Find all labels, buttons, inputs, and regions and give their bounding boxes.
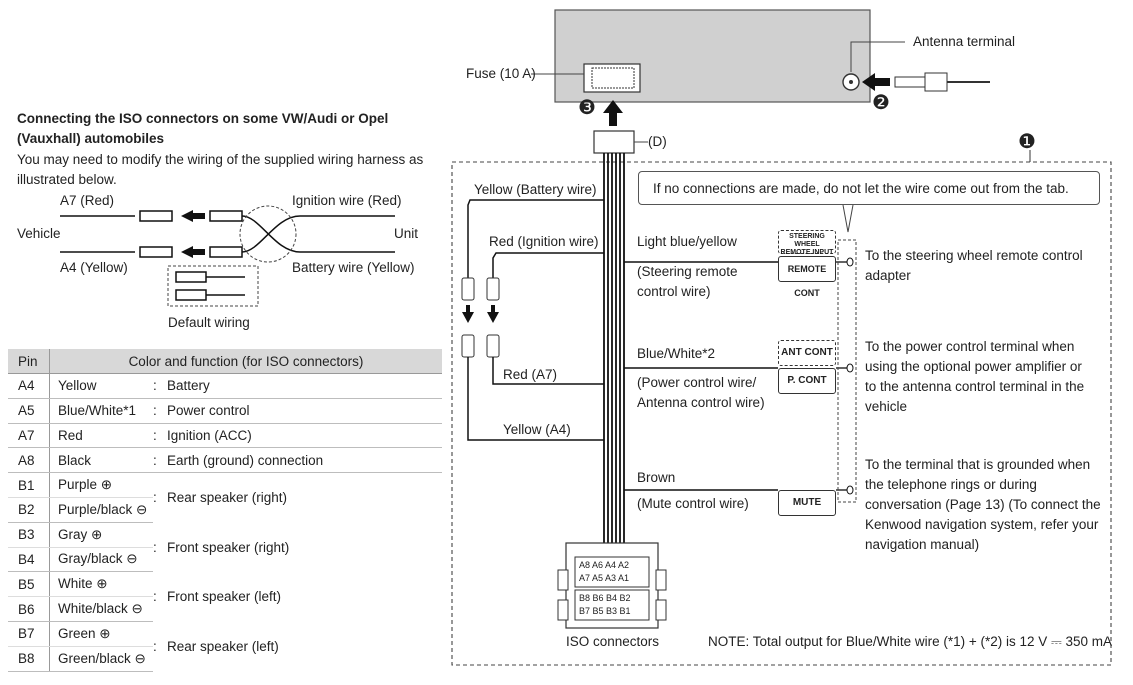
iso-box-title: Connecting the ISO connectors on some VW… (17, 111, 389, 146)
function-cell: Ignition (ACC) (167, 427, 252, 443)
color-function-header: Color and function (for ISO connectors) (49, 349, 442, 374)
pin-cell: B4 (8, 547, 50, 573)
table-row: B8 Green/black ⊖ (8, 646, 442, 672)
color-cell: Green ⊕ (49, 621, 153, 647)
table-row: A8 Black :Earth (ground) connection (8, 447, 442, 474)
color-cell: Blue/White*1 (49, 398, 153, 424)
vehicle-label: Vehicle (17, 226, 61, 241)
table-row: B2 Purple/black ⊖ (8, 497, 442, 523)
red-ignition-label: Red (Ignition wire) (489, 234, 599, 249)
fuse-label: Fuse (10 A) (466, 66, 536, 81)
color-cell: Gray ⊕ (49, 522, 153, 548)
iso-pins-row3: B8 B6 B4 B2 (579, 593, 631, 603)
a4-yellow-label: A4 (Yellow) (60, 260, 128, 275)
color-cell: Black (49, 447, 153, 474)
pin-cell: B8 (8, 646, 50, 672)
color-cell: Purple ⊕ (49, 472, 153, 498)
pin-cell: A8 (8, 447, 50, 474)
color-cell: Purple/black ⊖ (49, 497, 153, 523)
table-row: B4 Gray/black ⊖ (8, 547, 442, 573)
steering-remote-input-tag: STEERING WHEEL REMOTE INPUT (778, 230, 836, 256)
function-cell: Front speaker (right) (167, 539, 290, 555)
iso-pins-row2: A7 A5 A3 A1 (579, 573, 630, 583)
function-cell: Rear speaker (left) (167, 638, 279, 654)
total-output-note: NOTE: Total output for Blue/White wire (… (708, 634, 1113, 649)
blue-white-title: Blue/White*2 (637, 346, 716, 361)
table-row: B1 Purple ⊕ :Rear speaker (right) (8, 472, 442, 505)
iso-box-text: You may need to modify the wiring of the… (17, 152, 424, 187)
function-cell: Front speaker (left) (167, 589, 282, 605)
pin-cell: A7 (8, 423, 50, 449)
step-2-marker: ❷ (872, 92, 890, 114)
color-cell: Gray/black ⊖ (49, 547, 153, 573)
pin-cell: B1 (8, 472, 50, 498)
blue-white-sub: (Power control wire/ Antenna control wir… (637, 375, 765, 410)
harness-arrow (603, 100, 623, 126)
table-row: B5 White ⊕ :Front speaker (left) (8, 571, 442, 604)
brown-sub: (Mute control wire) (637, 496, 749, 511)
step-1-marker: ❶ (1018, 131, 1036, 153)
p-cont-tag: P. CONT (778, 368, 836, 394)
color-cell: Red (49, 423, 153, 449)
function-cell: Battery (167, 378, 210, 394)
light-blue-title: Light blue/yellow (637, 234, 737, 249)
table-row: A5 Blue/White*1 :Power control (8, 398, 442, 424)
pin-header: Pin (8, 349, 50, 374)
battery-yellow-label: Battery wire (Yellow) (292, 260, 415, 275)
remote-cont-tag: REMOTE CONT (778, 256, 836, 298)
yellow-a4-label: Yellow (A4) (503, 422, 571, 437)
pin-cell: A5 (8, 398, 50, 424)
default-wiring-label: Default wiring (168, 315, 250, 330)
table-row: B6 White/black ⊖ (8, 596, 442, 622)
table-row: A7 Red :Ignition (ACC) (8, 423, 442, 449)
pin-cell: B3 (8, 522, 50, 548)
antenna-arrow (862, 73, 890, 91)
pin-table: Pin Color and function (for ISO connecto… (8, 349, 442, 672)
brown-desc: To the terminal that is grounded when th… (865, 457, 1101, 552)
unit-label: Unit (394, 226, 419, 241)
light-blue-sub: (Steering remote control wire) (637, 264, 738, 299)
brown-title: Brown (637, 470, 676, 485)
no-connection-note-text: If no connections are made, do not let t… (653, 181, 1069, 196)
yellow-battery-label: Yellow (Battery wire) (474, 182, 597, 197)
color-cell: White ⊕ (49, 571, 153, 598)
a7-red-label: A7 (Red) (60, 193, 115, 208)
mute-tag: MUTE (778, 490, 836, 516)
antenna-terminal-label: Antenna terminal (913, 34, 1016, 49)
no-connection-note: If no connections are made, do not let t… (638, 171, 1100, 205)
pin-cell: A4 (8, 373, 50, 399)
light-blue-desc: To the steering wheel remote control ada… (865, 248, 1083, 283)
table-row: A4 Yellow :Battery (8, 373, 442, 399)
red-a7-label: Red (A7) (503, 367, 558, 382)
blue-white-desc: To the power control terminal when using… (865, 339, 1085, 414)
table-row: B7 Green ⊕ :Rear speaker (left) (8, 621, 442, 654)
iso-pins-row1: A8 A6 A4 A2 (579, 560, 630, 570)
pin-cell: B5 (8, 571, 50, 598)
ant-cont-tag: ANT CONT (778, 340, 836, 366)
function-cell: Power control (167, 403, 250, 419)
d-label: (D) (648, 134, 667, 149)
pin-cell: B2 (8, 497, 50, 523)
table-row: B3 Gray ⊕ :Front speaker (right) (8, 522, 442, 555)
color-cell: White/black ⊖ (49, 596, 153, 622)
color-cell: Yellow (49, 373, 153, 399)
ignition-red-label: Ignition wire (Red) (292, 193, 402, 208)
function-cell: Earth (ground) connection (167, 452, 324, 468)
pin-cell: B7 (8, 621, 50, 647)
iso-connectors-label: ISO connectors (566, 634, 660, 649)
iso-pins-row4: B7 B5 B3 B1 (579, 606, 631, 616)
step-3-marker: ❸ (578, 97, 596, 119)
pin-cell: B6 (8, 596, 50, 622)
color-cell: Green/black ⊖ (49, 646, 153, 672)
connection-area (451, 161, 1112, 666)
function-cell: Rear speaker (right) (167, 490, 288, 506)
iso-mod-illustration (60, 205, 395, 307)
